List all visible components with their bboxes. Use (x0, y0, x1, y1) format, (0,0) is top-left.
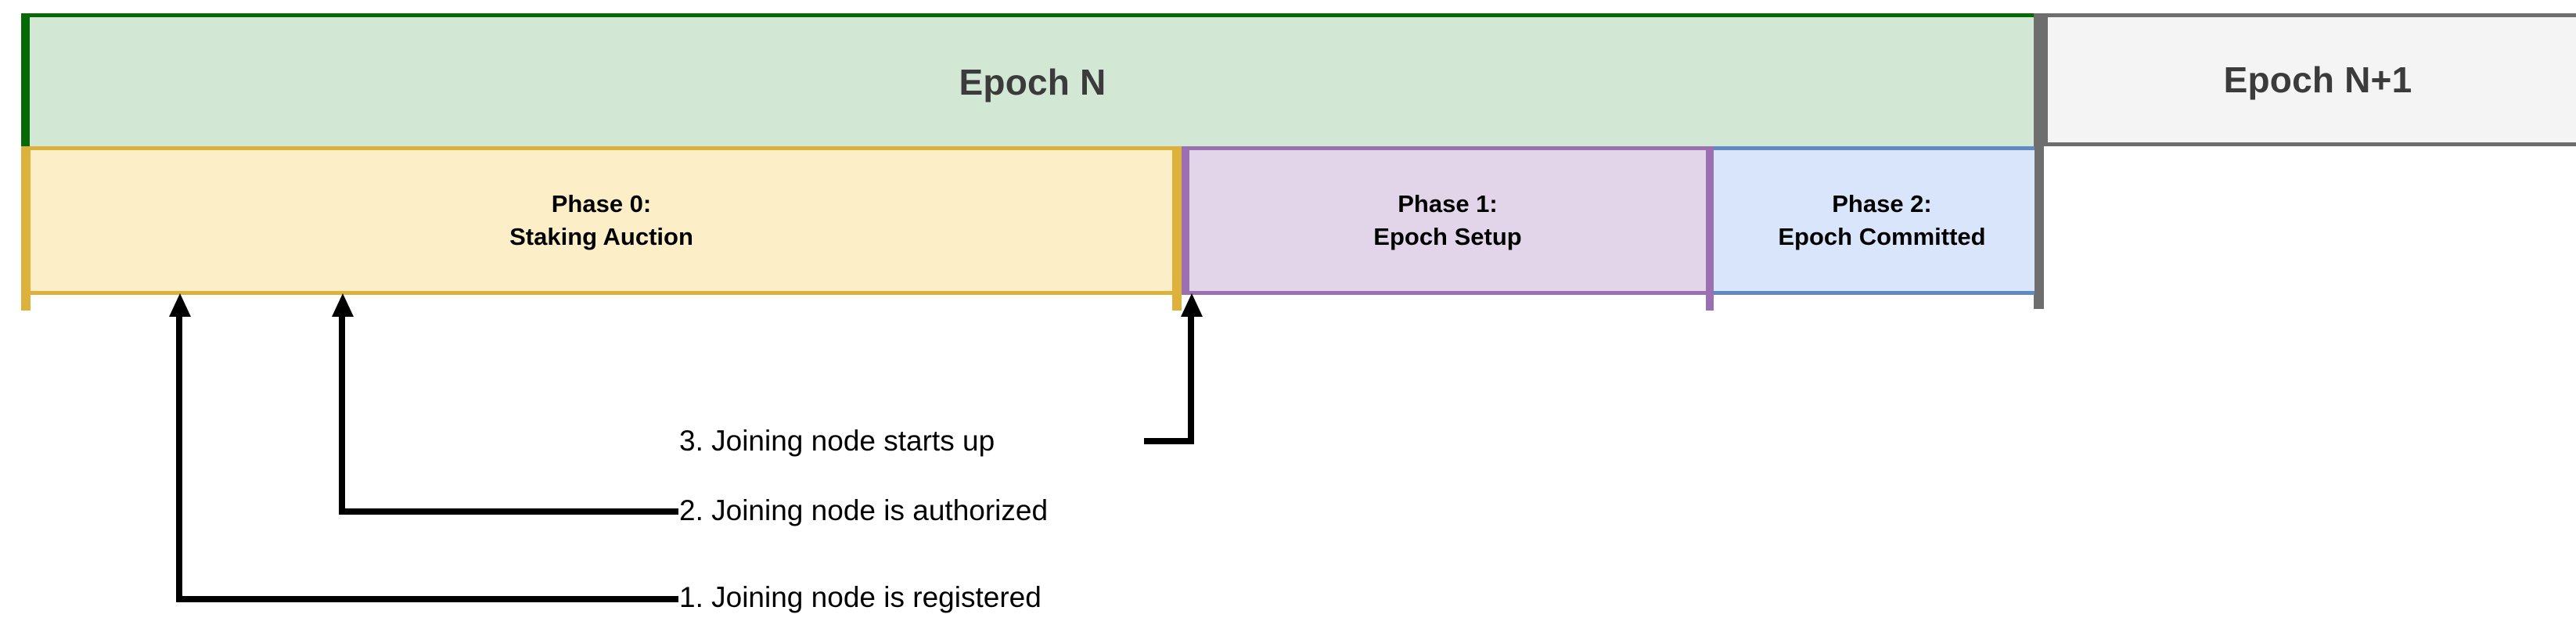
callout-3-label: 3. Joining node starts up (679, 425, 995, 457)
phase-1-box: Phase 1: Epoch Setup (1182, 146, 1706, 295)
phase-0-left-edge-marker (21, 146, 31, 311)
phase-2-box: Phase 2: Epoch Committed (1706, 146, 2035, 295)
epoch-divider (2034, 13, 2044, 309)
phase-0-box: Phase 0: Staking Auction (21, 146, 1182, 295)
epoch-n-box: Epoch N (21, 13, 2035, 146)
phase-2-subtitle: Epoch Committed (1778, 223, 1986, 250)
callout-1-label: 1. Joining node is registered (679, 581, 1042, 613)
phase-1-subtitle: Epoch Setup (1373, 223, 1522, 250)
callout-1-vertical-line (176, 314, 182, 602)
callout-3-arrowhead-icon (1181, 293, 1203, 317)
callout-3-vertical-line (1188, 314, 1194, 444)
phase-0-right-edge-marker (1172, 146, 1182, 311)
phase-2-left-edge-marker (1706, 146, 1714, 311)
callout-1-arrowhead-icon (169, 293, 191, 317)
phase-0-title: Phase 0: (551, 190, 652, 217)
phase-1-title: Phase 1: (1398, 190, 1498, 217)
callout-2-arrowhead-icon (332, 293, 354, 317)
epoch-n-plus-1-label: Epoch N+1 (2223, 59, 2412, 100)
callout-1-horizontal-line (176, 596, 678, 602)
phase-0-subtitle: Staking Auction (509, 223, 693, 250)
phase-2-title: Phase 2: (1832, 190, 1932, 217)
epoch-n-plus-1-box: Epoch N+1 (2044, 13, 2576, 146)
callout-2-horizontal-line (339, 508, 678, 515)
callout-2-label: 2. Joining node is authorized (679, 494, 1049, 526)
callout-2-vertical-line (339, 314, 345, 515)
epoch-n-label: Epoch N (959, 61, 1106, 102)
callout-3-horizontal-line (1144, 438, 1194, 444)
